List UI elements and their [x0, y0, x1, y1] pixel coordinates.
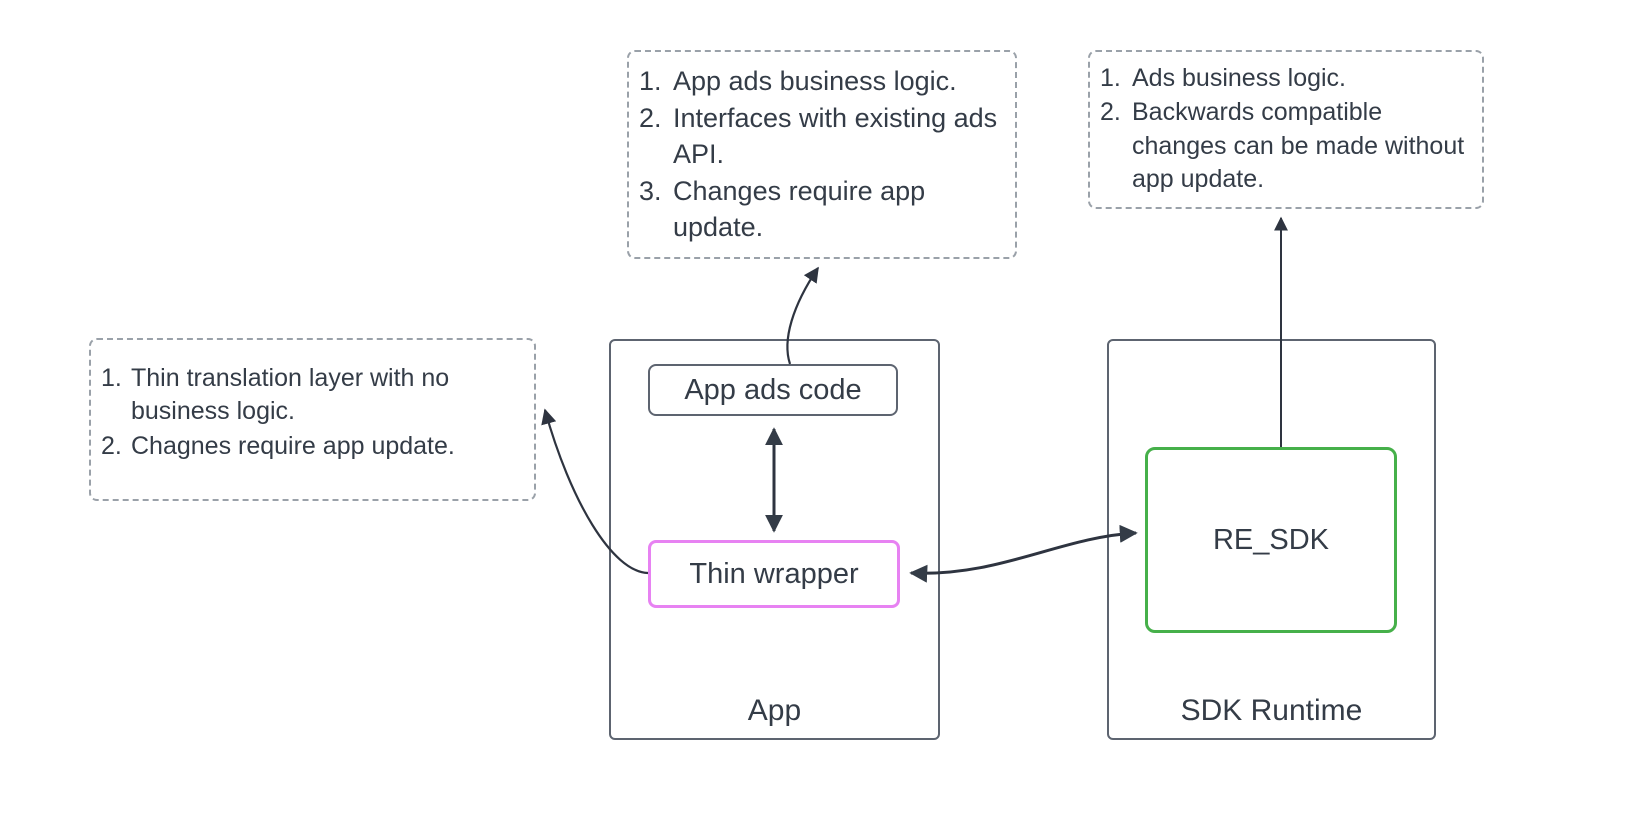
list-item: 2. Chagnes require app update.	[101, 430, 522, 463]
node-thin-wrapper-label: Thin wrapper	[689, 557, 859, 590]
list-item-number: 1.	[101, 364, 122, 392]
list-item: 1. Ads business logic.	[1100, 62, 1470, 95]
list-item-text: Changes require app update.	[673, 175, 933, 242]
annotation-app-ads-code-list: 1. App ads business logic. 2. Interfaces…	[639, 64, 1001, 246]
list-item-number: 3.	[639, 175, 662, 206]
list-item: 1. Thin translation layer with no busine…	[101, 362, 522, 429]
list-item: 1. App ads business logic.	[639, 64, 1001, 100]
connector-re-sdk-thin-wrapper	[909, 524, 1138, 583]
list-item-text: Interfaces with existing ads API.	[673, 102, 1004, 169]
list-item-text: Thin translation layer with no business …	[131, 364, 457, 426]
list-item-text: Chagnes require app update.	[131, 431, 455, 460]
list-item-number: 2.	[101, 431, 122, 460]
node-app-ads-code[interactable]: App ads code	[648, 364, 898, 416]
list-item-number: 2.	[639, 102, 662, 133]
list-item-number: 1.	[639, 66, 662, 96]
annotation-thin-wrapper-list: 1. Thin translation layer with no busine…	[101, 362, 522, 463]
container-sdk-runtime-label: SDK Runtime	[1180, 694, 1363, 727]
annotation-re-sdk[interactable]: 1. Ads business logic. 2. Backwards comp…	[1088, 50, 1484, 209]
node-re-sdk[interactable]: RE_SDK	[1145, 447, 1397, 633]
list-item-number: 2.	[1100, 98, 1121, 127]
list-item-text: Backwards compatible changes can be made…	[1132, 98, 1472, 193]
container-app-label: App	[747, 694, 802, 727]
list-item: 3. Changes require app update.	[639, 174, 1001, 246]
list-item: 2. Backwards compatible changes can be m…	[1100, 96, 1470, 196]
list-item-text: Ads business logic.	[1132, 64, 1347, 92]
annotation-thin-wrapper[interactable]: 1. Thin translation layer with no busine…	[89, 338, 536, 501]
node-re-sdk-label: RE_SDK	[1212, 523, 1330, 556]
list-item-number: 1.	[1100, 64, 1121, 92]
annotation-app-ads-code[interactable]: 1. App ads business logic. 2. Interfaces…	[627, 50, 1017, 259]
node-thin-wrapper[interactable]: Thin wrapper	[648, 540, 900, 608]
node-app-ads-code-label: App ads code	[684, 373, 862, 406]
annotation-re-sdk-list: 1. Ads business logic. 2. Backwards comp…	[1100, 62, 1470, 196]
list-item-text: App ads business logic.	[673, 66, 957, 96]
list-item: 2. Interfaces with existing ads API.	[639, 101, 1001, 173]
